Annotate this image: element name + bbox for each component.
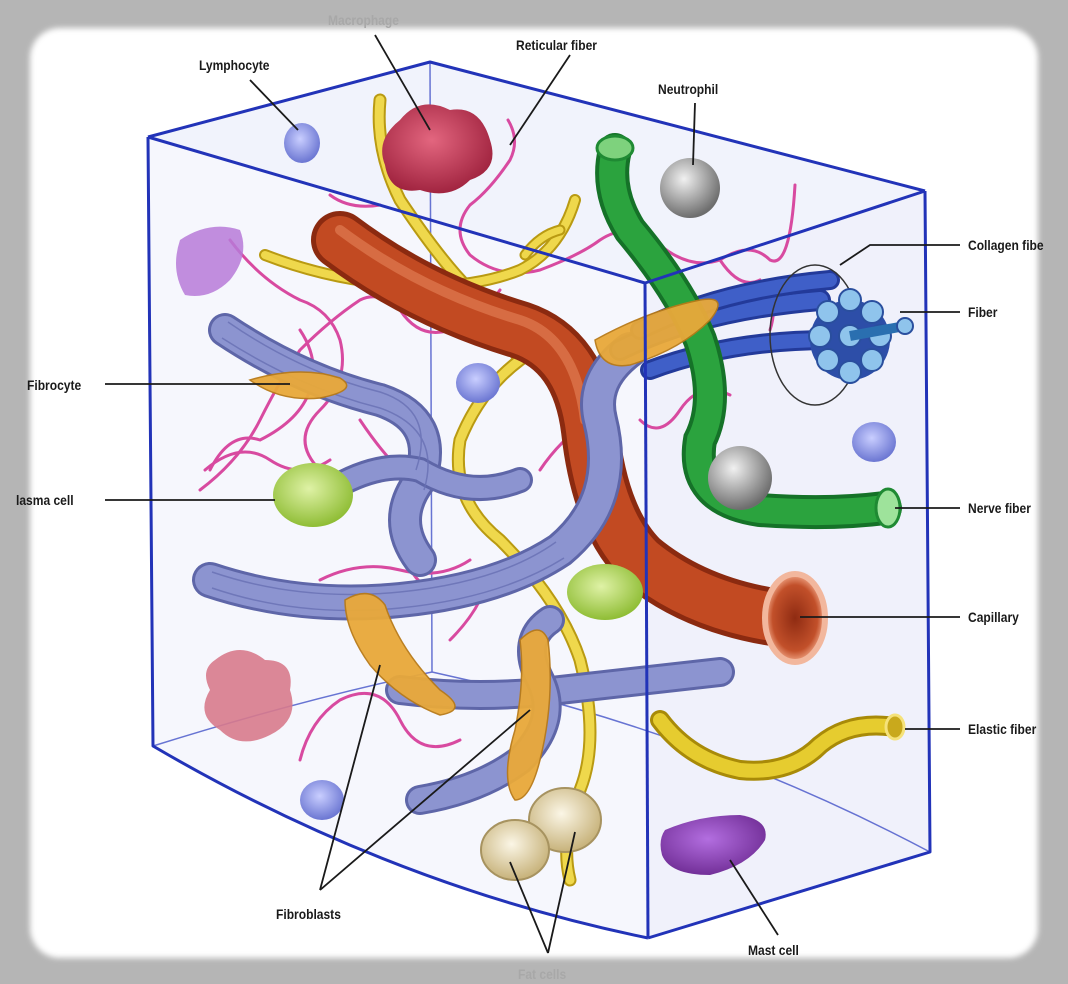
capillary-lumen <box>765 574 825 662</box>
label-reticular-fiber: Reticular fiber <box>516 37 597 53</box>
label-macrophage: Macrophage <box>328 12 399 28</box>
label-elastic-fiber: Elastic fiber <box>968 721 1036 737</box>
label-fibrocyte: Fibrocyte <box>27 377 81 393</box>
label-plasma-cell: lasma cell <box>16 492 74 508</box>
elastic-fiber-end <box>886 715 904 739</box>
label-capillary: Capillary <box>968 609 1019 625</box>
label-mast-cell: Mast cell <box>748 942 799 958</box>
label-fiber: Fiber <box>968 304 997 320</box>
label-fibroblasts: Fibroblasts <box>276 906 341 922</box>
label-collagen-fiber: Collagen fibe <box>968 237 1044 253</box>
label-lymphocyte: Lymphocyte <box>199 57 269 73</box>
label-neutrophil: Neutrophil <box>658 81 718 97</box>
label-fat-cells: Fat cells <box>518 966 566 982</box>
label-nerve-fiber: Nerve fiber <box>968 500 1031 516</box>
